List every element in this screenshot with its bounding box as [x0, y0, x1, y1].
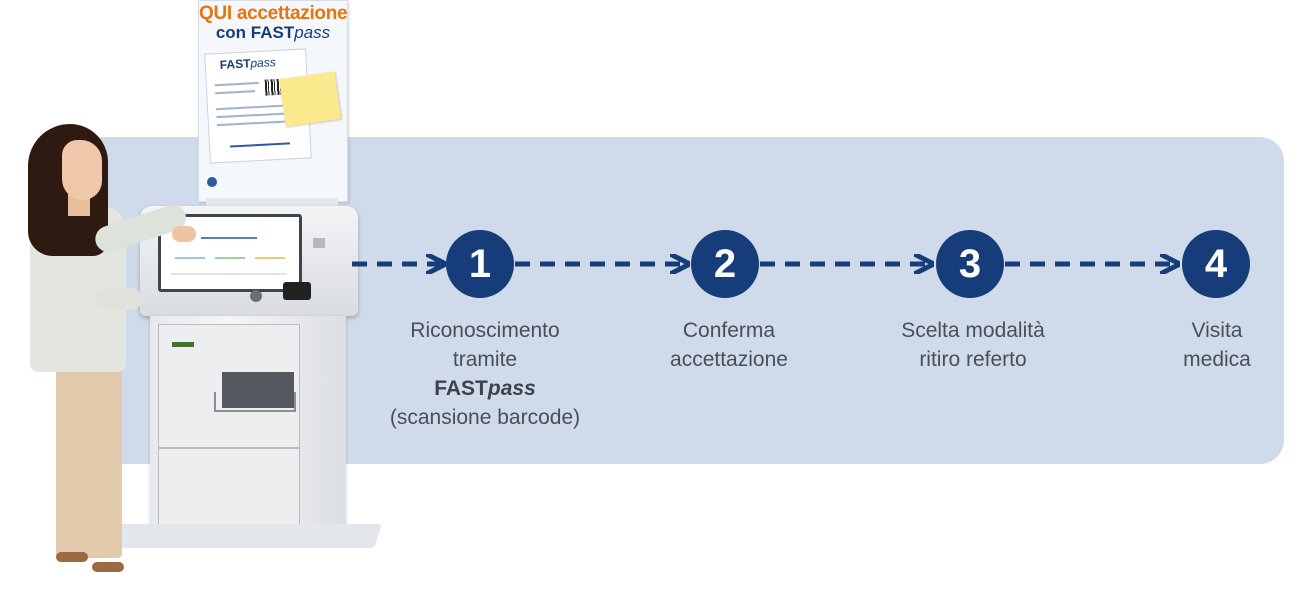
- step-2-line-1: Conferma: [682, 319, 776, 342]
- step-1-line-1: Riconoscimento: [410, 319, 560, 342]
- step-4-line-2: medica: [1183, 348, 1251, 371]
- woman-legs: [56, 362, 122, 558]
- step-3-line-2: ritiro referto: [919, 348, 1027, 371]
- printer-basket: [214, 392, 296, 412]
- step-1-line-2: tramite: [452, 348, 518, 371]
- kiosk-camera-icon: [250, 290, 262, 302]
- fastpass-poster: QUI accettazione con FASTpass FASTpass: [198, 0, 348, 202]
- step-1-circle: 1: [446, 230, 514, 298]
- poster-subtitle: con FASTpass: [215, 23, 331, 42]
- step-3-line-1: Scelta modalità: [901, 319, 1045, 342]
- cabinet-label: [172, 342, 194, 347]
- barcode-scanner: [283, 282, 311, 300]
- printer-tray: [222, 372, 294, 408]
- woman-forearm: [96, 288, 142, 310]
- step-2-circle: 2: [691, 230, 759, 298]
- step-4-circle: 4: [1182, 230, 1250, 298]
- woman-face: [62, 140, 102, 200]
- woman-shoe: [56, 552, 88, 562]
- step-3-circle: 3: [936, 230, 1004, 298]
- woman-hand: [172, 226, 196, 242]
- step-1-line-4: (scansione barcode): [389, 406, 581, 429]
- poster-logo-icon: [207, 177, 217, 187]
- woman-shoe: [92, 562, 124, 572]
- step-1-brand: FASTpass: [434, 377, 536, 400]
- card-slot: [313, 238, 325, 248]
- poster-title: QUI accettazione: [199, 3, 348, 24]
- step-4-line-1: Visita: [1191, 319, 1243, 342]
- step-4-label: Visita medica: [1087, 316, 1302, 374]
- step-1-label: Riconoscimento tramite FASTpass (scansio…: [355, 316, 615, 432]
- step-3-label: Scelta modalità ritiro referto: [843, 316, 1103, 374]
- step-2-label: Conferma accettazione: [599, 316, 859, 374]
- step-2-line-2: accettazione: [670, 348, 788, 371]
- cabinet-door-lower: [158, 448, 300, 530]
